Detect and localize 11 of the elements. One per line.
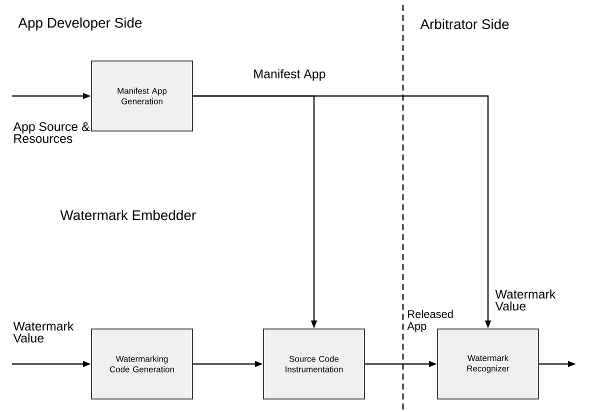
section-title: App Developer Side [18,18,142,30]
process-box: Manifest App Generation [91,60,193,132]
process-box: Watermarking Code Generation [91,328,193,400]
edge-label: Watermark Value [13,321,74,343]
process-box: Watermark Recognizer [437,328,539,400]
section-title: Arbitrator Side [420,18,509,30]
edge-label: App Source & Resources [13,122,90,143]
edge-label: Manifest App [254,69,326,81]
edge-label: Watermark Value [495,289,556,311]
section-title: Watermark Embedder [60,210,196,220]
process-box: Source Code Instrumentation [263,328,365,400]
